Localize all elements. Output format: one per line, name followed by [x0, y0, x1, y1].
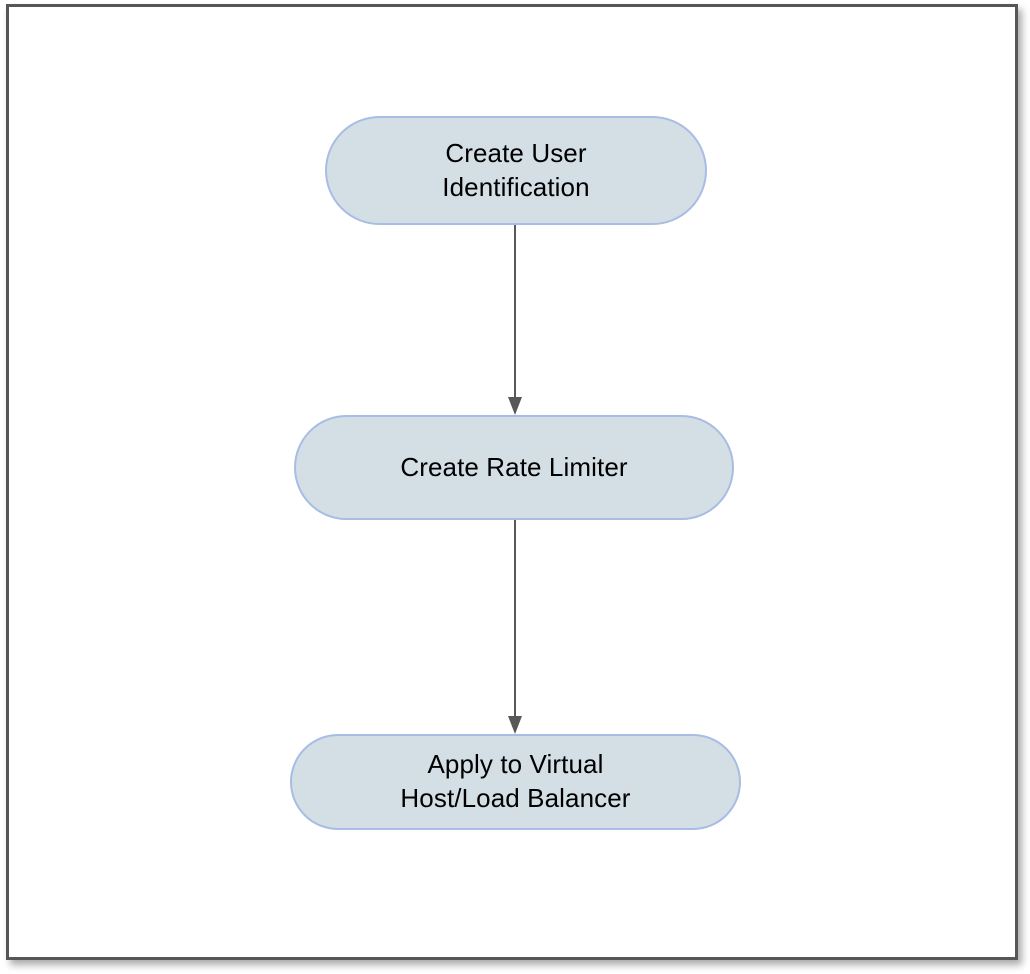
flow-connector-rate-to-apply [508, 520, 522, 734]
flow-node-create-rate-limiter[interactable]: Create Rate Limiter [294, 415, 734, 520]
arrowhead-down-icon [508, 716, 522, 734]
arrowhead-down-icon [508, 397, 522, 415]
connector-line [514, 520, 516, 716]
flowchart-canvas: Create User Identification Create Rate L… [9, 7, 1015, 957]
flow-node-apply-to-virtual-host-load-balancer[interactable]: Apply to Virtual Host/Load Balancer [290, 734, 741, 830]
connector-line [514, 225, 516, 397]
flow-node-create-user-identification[interactable]: Create User Identification [325, 116, 707, 225]
flow-connector-user-to-rate [508, 225, 522, 415]
diagram-frame: Create User Identification Create Rate L… [6, 4, 1018, 960]
